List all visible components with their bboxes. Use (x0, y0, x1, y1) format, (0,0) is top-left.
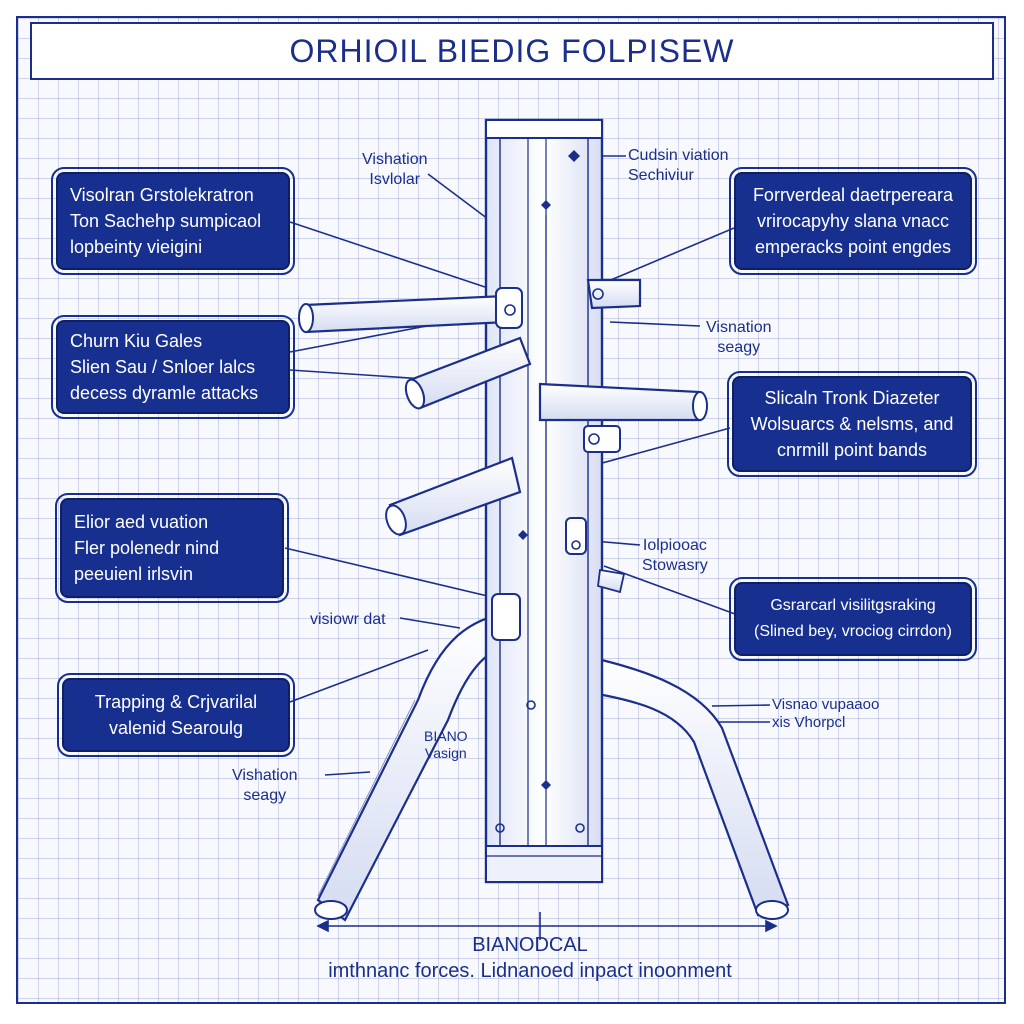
clamp-right (565, 517, 626, 594)
callout-line: lopbeinty vieigini (70, 237, 203, 257)
callout-line: Slien Sau / Snloer lalcs (70, 357, 256, 377)
tag-iolpiooac: Iolpiooac Stowasry (642, 536, 708, 576)
tag-line: Sechiviur (628, 167, 694, 184)
tag-line: BIANO (424, 728, 468, 744)
callout-right-lower: Gsrarcarl visilitgsraking (Slined bey, v… (729, 577, 977, 661)
tag-vishation-left: Vishation seagy (232, 766, 298, 806)
tag-visiowrdet: visiowr dat (310, 610, 386, 630)
trunk (484, 118, 604, 884)
base-dimension-heading: BIANODCAL (472, 934, 588, 956)
callout-line: vrirocapyhy slana vnacc (756, 211, 950, 231)
arm-middle-left (404, 336, 532, 410)
callout-line: Wolsuarcs & nelsms, and (750, 414, 954, 434)
callout-left-bottom: Trapping & Crjvarilal valenid Searoulg (57, 673, 295, 757)
callout-right-top: Forrverdeal daetrpereara vrirocapyhy sla… (729, 167, 977, 275)
tag-visnation-right: Visnation seagy (706, 318, 772, 358)
callout-right-middle: Slicaln Tronk Diazeter Wolsuarcs & nelsm… (727, 371, 977, 477)
arm-lower-left (385, 456, 522, 537)
tag-cudsin-viation: Cudsin viation Sechiviur (628, 146, 729, 186)
tag-line: seagy (243, 787, 287, 804)
tag-line: Stowasry (642, 557, 708, 574)
tag-line: Vishation (232, 767, 298, 784)
arm-upper-left (298, 287, 523, 334)
tag-line: Isvlolar (369, 171, 421, 188)
callout-line: Fler polenedr nind (74, 538, 220, 558)
base-dimension (316, 912, 778, 940)
callout-left-top: Visolran Grstolekratron Ton Sachehp sump… (51, 167, 295, 275)
callout-line: Gsrarcarl visilitgsraking (770, 597, 936, 614)
callout-line: Elior aed vuation (74, 512, 209, 532)
tag-line: Vasign (424, 745, 467, 761)
leg-right (572, 653, 790, 920)
callout-line: Visolran Grstolekratron (70, 185, 254, 205)
callout-line: Ton Sachehp sumpicaol (70, 211, 262, 231)
page-title: ORHIOIL BIEDIG FOLPISEW (289, 32, 735, 69)
tag-line: Iolpiooac (642, 537, 707, 554)
base-dimension-subtitle: imthnanc forces. Lidnanoed inpact inoonm… (328, 960, 732, 982)
tag-vishation-top: Vishation Isvlolar (362, 150, 428, 190)
tag-line: xis Vhorpcl (772, 714, 846, 731)
tag-line: visiowr dat (310, 611, 386, 628)
callout-line: cnrmill point bands (776, 440, 928, 460)
callout-line: Slicaln Tronk Diazeter (764, 388, 940, 408)
tag-line: seagy (717, 339, 761, 356)
callout-line: valenid Searoulg (108, 718, 244, 738)
tag-line: Visnation (706, 319, 772, 336)
tag-line: Visnao vupaaoo (772, 696, 880, 713)
trunk-markers (518, 150, 580, 790)
callout-line: (Slined bey, vrociog cirrdon) (753, 623, 952, 640)
tag-line: Cudsin viation (628, 147, 729, 164)
tag-visnao-right-bottom: Visnao vupaaoo xis Vhorpcl (772, 696, 879, 732)
callout-line: Trapping & Crjvarilal (94, 692, 258, 712)
tag-biano-vasign: BIANO Vasign (424, 728, 468, 762)
callout-line: decess dyramle attacks (70, 383, 259, 403)
callout-line: emperacks point engdes (754, 237, 952, 257)
base-dimension-label: BIANODCAL imthnanc forces. Lidnanoed inp… (300, 932, 760, 984)
title-bar: ORHIOIL BIEDIG FOLPISEW (30, 22, 994, 80)
tag-line: Vishation (362, 151, 428, 168)
callout-left-middle: Churn Kiu Gales Slien Sau / Snloer lalcs… (51, 315, 295, 419)
callout-line: Churn Kiu Gales (70, 331, 203, 351)
arm-middle-right (538, 382, 708, 453)
arm-upper-right (586, 278, 642, 310)
callout-left-lower: Elior aed vuation Fler polenedr nind pee… (55, 493, 289, 603)
callout-line: peeuienl irlsvin (74, 564, 194, 584)
leg-collar (491, 593, 536, 710)
callout-line: Forrverdeal daetrpereara (752, 185, 954, 205)
